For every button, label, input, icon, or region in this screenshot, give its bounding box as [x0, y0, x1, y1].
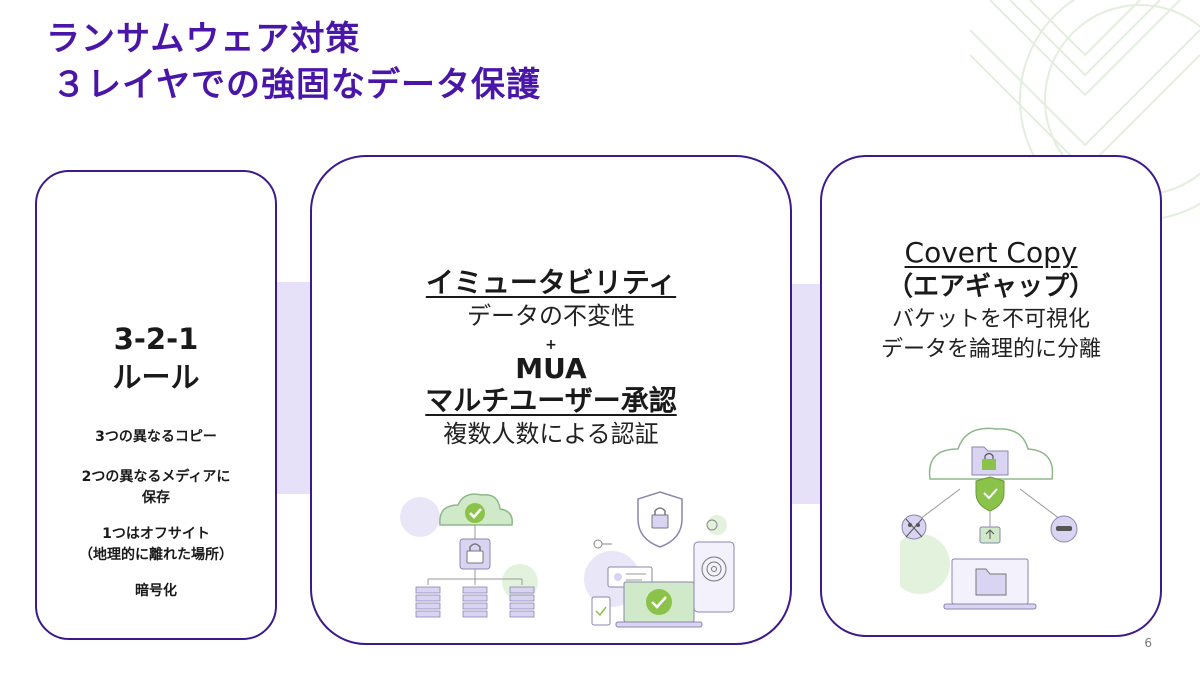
card-covert-copy: Covert Copy （エアギャップ） バケットを不可視化 データを論理的に分…	[820, 155, 1162, 637]
cloud-lock-servers-illustration	[400, 493, 538, 618]
upload-icon	[979, 526, 1001, 544]
laptop-folder-icon	[943, 558, 1037, 610]
slide-title-line2: ３レイヤでの強固なデータ保護	[52, 65, 541, 105]
folder-lock-icon	[971, 446, 1009, 476]
list-item: 2つの異なるメディアに 保存	[37, 467, 275, 509]
list-item-line: （地理的に離れた場所）	[79, 547, 233, 563]
laptop-icon	[615, 581, 703, 628]
list-item: 3つの異なるコピー	[95, 429, 217, 445]
card2-plus: +	[545, 337, 557, 353]
card1-heading-line2: ルール	[112, 360, 200, 394]
slide-title-line1: ランサムウェア対策	[46, 19, 361, 59]
card2-heading2-line2: マルチユーザー承認	[425, 384, 677, 417]
gear-icon	[706, 519, 718, 531]
card1-heading: 3-2-1 ルール	[37, 320, 275, 396]
shield-icon	[975, 476, 1005, 512]
list-item: 暗号化	[135, 583, 177, 599]
phone-check-icon	[591, 596, 611, 626]
air-gap-illustration	[900, 427, 1078, 610]
hacker-icon	[1050, 515, 1078, 543]
list-item-line: 保存	[142, 490, 170, 506]
card3-heading1: Covert Copy	[904, 236, 1078, 269]
cloud-icon	[439, 493, 513, 526]
server-icon	[415, 586, 535, 618]
card-321-rule: 3-2-1 ルール 3つの異なるコピー 2つの異なるメディアに 保存 1つはオフ…	[35, 170, 277, 640]
card3-sub-line2: データを論理的に分離	[880, 337, 1101, 362]
list-item: 1つはオフサイト （地理的に離れた場所）	[37, 524, 275, 566]
fingerprint-icon	[693, 541, 735, 613]
slide-title: ランサムウェア対策 ３レイヤでの強固なデータ保護	[46, 16, 541, 108]
lock-icon	[459, 538, 491, 570]
key-icon	[593, 539, 612, 549]
skull-icon	[901, 514, 927, 540]
card2-heading2-line1: MUA	[515, 352, 587, 385]
page-number: 6	[1144, 636, 1152, 650]
mfa-security-illustration	[584, 491, 735, 628]
card1-heading-line1: 3-2-1	[113, 322, 199, 356]
card-immutability-mua: イミュータビリティ データの不変性 + MUA マルチユーザー承認 複数人数によ…	[310, 155, 792, 645]
card3-text: Covert Copy （エアギャップ） バケットを不可視化 データを論理的に分…	[822, 237, 1160, 365]
list-item-line: 1つはオフサイト	[102, 526, 210, 542]
card2-text: イミュータビリティ データの不変性 + MUA マルチユーザー承認 複数人数によ…	[312, 267, 790, 451]
card1-list: 3つの異なるコピー 2つの異なるメディアに 保存 1つはオフサイト （地理的に離…	[37, 427, 275, 621]
card2-heading1: イミュータビリティ	[425, 266, 677, 299]
card2-sub2: 複数人数による認証	[443, 420, 659, 448]
list-item-line: 2つの異なるメディアに	[81, 469, 231, 485]
card3-heading2: （エアギャップ）	[886, 272, 1095, 302]
card3-sub-line1: バケットを不可視化	[891, 307, 1090, 332]
shield-lock-icon	[637, 491, 683, 548]
card2-sub1: データの不変性	[467, 302, 635, 330]
